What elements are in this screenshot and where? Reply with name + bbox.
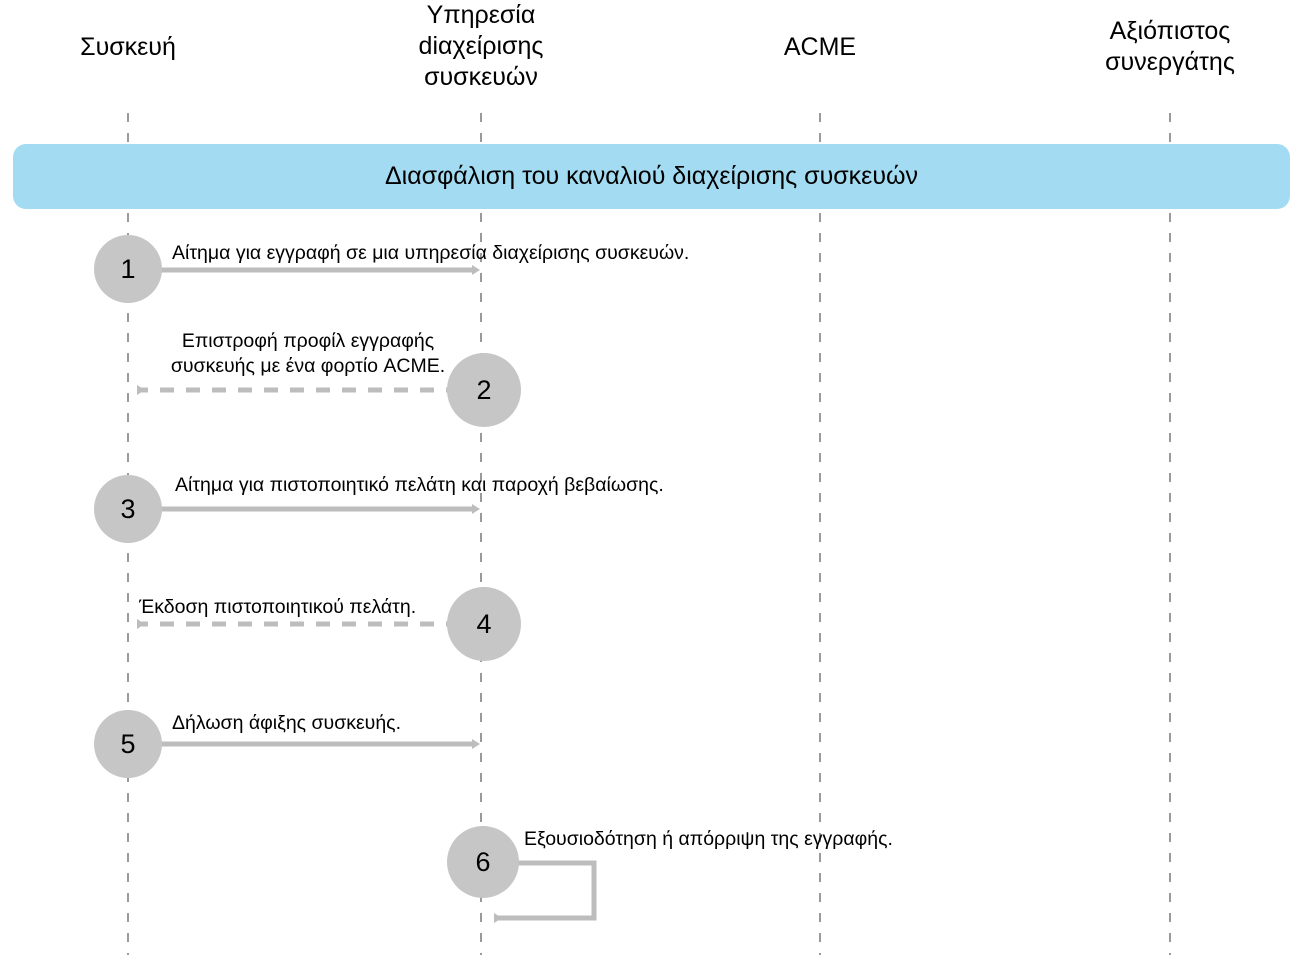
step-label-2: Επιστροφή προφίλ εγγραφής συσκευής με έν… (170, 330, 446, 377)
step-marker-3[interactable]: 3 (94, 475, 162, 543)
step-marker-1[interactable]: 1 (94, 235, 162, 303)
step-marker-4-number: 4 (476, 608, 492, 639)
step-label-6: Εξουσιοδότηση ή απόρριψη της εγγραφής. (524, 828, 893, 850)
step-marker-5[interactable]: 5 (94, 710, 162, 778)
step-marker-5-number: 5 (120, 728, 136, 759)
phase-banner: Διασφάλιση του καναλιού διαχείρισης συσκ… (13, 144, 1290, 209)
actor-label-device-management-service: Υπηρεσία diαχείρισης συσκευών (418, 1, 544, 91)
step-marker-6-number: 6 (475, 846, 491, 877)
actor-label-trusted-partner: Αξιόπιστος συνεργάτης (1105, 17, 1235, 76)
step-marker-1-number: 1 (120, 253, 136, 284)
step-marker-2[interactable]: 2 (447, 353, 521, 427)
step-marker-4[interactable]: 4 (447, 587, 521, 661)
actor-label-acme: ACME (783, 33, 857, 61)
step-marker-6[interactable]: 6 (447, 826, 519, 898)
arrow-step-6 (494, 860, 597, 923)
phase-banner-label: Διασφάλιση του καναλιού διαχείρισης συσκ… (384, 162, 919, 190)
step-marker-3-number: 3 (120, 493, 136, 524)
step-label-1: Αίτημα για εγγραφή σε μια υπηρεσία διαχε… (172, 242, 690, 264)
step-label-5: Δήλωση άφιξης συσκευής. (172, 712, 401, 734)
step-label-4: Έκδοση πιστοποιητικού πελάτη. (139, 596, 417, 618)
step-label-3: Αίτημα για πιστοποιητικό πελάτη και παρο… (175, 474, 664, 496)
step-marker-2-number: 2 (476, 374, 492, 405)
actor-label-device: Συσκευή (80, 33, 176, 61)
